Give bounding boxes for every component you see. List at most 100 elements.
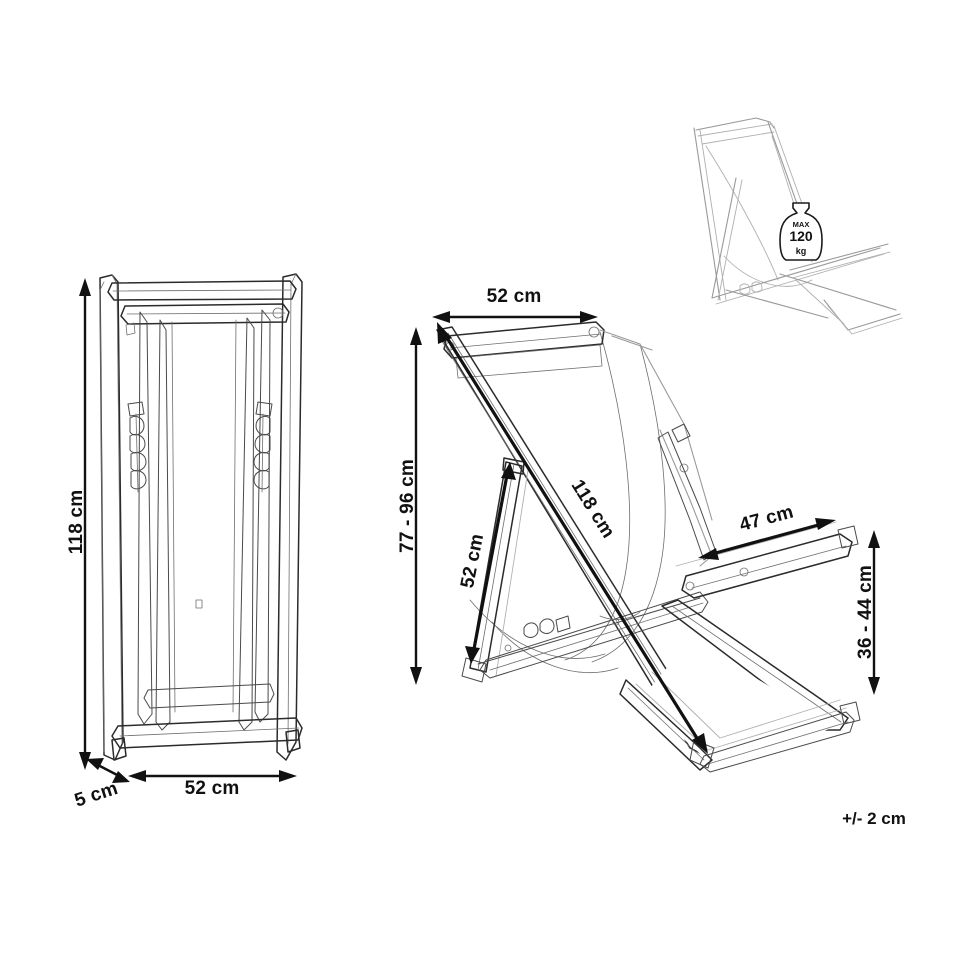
thumb-notch	[739, 283, 751, 295]
thumb-seat-rail	[789, 243, 889, 271]
folded-width-arrow-left	[128, 770, 146, 782]
open-seat-rail	[681, 533, 853, 599]
folded-width-arrow-right	[279, 770, 297, 782]
open-seat-rail-cap	[837, 525, 859, 549]
weight-icon	[779, 202, 823, 261]
open-backrest-far-rail-cap	[611, 335, 653, 351]
folded-top-rail	[107, 280, 297, 301]
open-head-rail	[443, 321, 605, 359]
open-backrest-far-rail	[599, 329, 713, 521]
open-leg-rivet	[504, 644, 512, 652]
open-back-width-arrow-right	[580, 311, 598, 323]
open-backrest-arrow-top	[437, 322, 452, 344]
folded-seat-right-rail	[238, 317, 255, 731]
thumb-head-rail-edge	[697, 123, 773, 137]
open-front-leg-top	[502, 457, 525, 475]
open-fabric-seat-curve	[469, 599, 606, 659]
open-footrest-foot	[839, 701, 861, 725]
open-front-leg-dim-line	[472, 473, 509, 651]
open-back-width-label: 52 cm	[487, 286, 542, 307]
dimension-folded-height: 118 cm	[66, 278, 91, 770]
folded-depth-arrow-end	[112, 771, 130, 783]
dimension-open-back-width: 52 cm	[432, 286, 598, 323]
thumb-back-left-rail2	[699, 129, 727, 301]
folded-lower-rail	[143, 683, 275, 709]
thumb-seat-rail2	[791, 251, 891, 279]
open-rear-foot	[689, 739, 715, 769]
folded-left-notch-group	[127, 401, 147, 493]
dimension-open-seat-height: 36 - 44 cm	[855, 530, 880, 695]
open-footrest-inner	[635, 683, 847, 751]
folded-bottom-rail	[111, 717, 303, 749]
thumb-footrest2	[827, 305, 903, 335]
open-front-leg-arrow-bottom	[465, 646, 480, 664]
folded-inner-left-rail	[137, 311, 153, 725]
open-lower-cross-rail	[479, 591, 709, 679]
badge-unit: kg	[796, 246, 807, 256]
open-notch-2	[539, 618, 555, 634]
folded-inner-right-rail	[254, 309, 271, 723]
open-head-rail-band	[455, 344, 603, 379]
folded-depth-arrow-start	[86, 758, 104, 770]
max-load-badge: MAX 120 kg	[779, 202, 823, 261]
folded-height-arrow-top	[79, 278, 91, 296]
open-footrest-bottom-rail-edge	[707, 721, 849, 765]
open-seat-rail-pivot	[739, 567, 749, 577]
folded-top-rail-edge	[112, 289, 292, 292]
open-backrest-rail-edge2	[439, 337, 698, 751]
folded-second-rail-edge	[126, 312, 286, 315]
folded-right-foot	[285, 729, 301, 753]
open-seat-height-arrow-top	[868, 530, 880, 548]
open-bottom-stretcher	[477, 597, 701, 665]
thumb-rear-leg	[779, 273, 897, 311]
open-seat-height-label: 36 - 44 cm	[855, 565, 876, 659]
folded-left-notch-top	[127, 401, 145, 417]
open-back-support	[657, 431, 717, 561]
thumb-front-leg	[711, 177, 737, 299]
open-front-foot	[461, 657, 487, 683]
open-backrest-dim-line	[442, 331, 702, 745]
folded-mid-tab	[195, 599, 203, 609]
thumb-head-rail-band	[701, 131, 775, 145]
open-back-support-pivot	[679, 463, 689, 473]
folded-left-tab	[125, 322, 136, 336]
thumb-fabric-seat	[723, 255, 813, 287]
folded-fabric-panel	[150, 318, 278, 700]
open-seat-height-arrow-bottom	[868, 677, 880, 695]
badge-max-label: MAX	[793, 220, 810, 229]
open-seat-rail-twin	[675, 521, 837, 567]
open-head-rail-edge	[449, 333, 602, 349]
folded-depth-edge	[99, 281, 105, 753]
thumb-stretcher	[725, 289, 829, 319]
open-far-post	[659, 429, 713, 567]
thumb-footrest-left	[795, 279, 845, 325]
open-notch-group	[523, 615, 571, 638]
thumb-notch2	[751, 281, 763, 293]
open-notch-1	[523, 622, 539, 638]
open-head-rail-cap	[588, 326, 600, 338]
folded-bottom-rail-edge	[119, 727, 300, 737]
folded-right-notch-4	[253, 469, 270, 490]
open-seat-depth-arrow-left	[698, 548, 719, 560]
open-seat-depth-arrow-right	[815, 518, 836, 530]
open-footrest-left-rail-edge	[627, 687, 705, 761]
open-lower-cross-rail-edge	[489, 602, 704, 671]
folded-height-label: 118 cm	[66, 490, 87, 555]
thumb-front-leg2	[717, 179, 743, 301]
open-front-leg-edge	[477, 463, 515, 671]
dimension-folded-width: 52 cm	[128, 770, 297, 799]
folded-second-rail	[120, 303, 290, 325]
folded-left-outer-post-edge	[111, 274, 123, 745]
folded-width-label: 52 cm	[185, 778, 240, 799]
open-chair-view	[436, 321, 861, 773]
folded-fabric-right-edge	[232, 319, 237, 713]
open-backrest-arrow-bottom	[692, 733, 708, 754]
open-seat-depth-dim-line	[710, 522, 824, 556]
badge-value: 120	[789, 228, 813, 244]
folded-right-notch-top	[255, 401, 273, 417]
open-seat-rivet	[612, 618, 620, 626]
open-rear-leg-edge	[671, 605, 842, 723]
folded-right-outer-post-edge	[287, 273, 297, 745]
open-height-arrow-top	[410, 327, 422, 345]
